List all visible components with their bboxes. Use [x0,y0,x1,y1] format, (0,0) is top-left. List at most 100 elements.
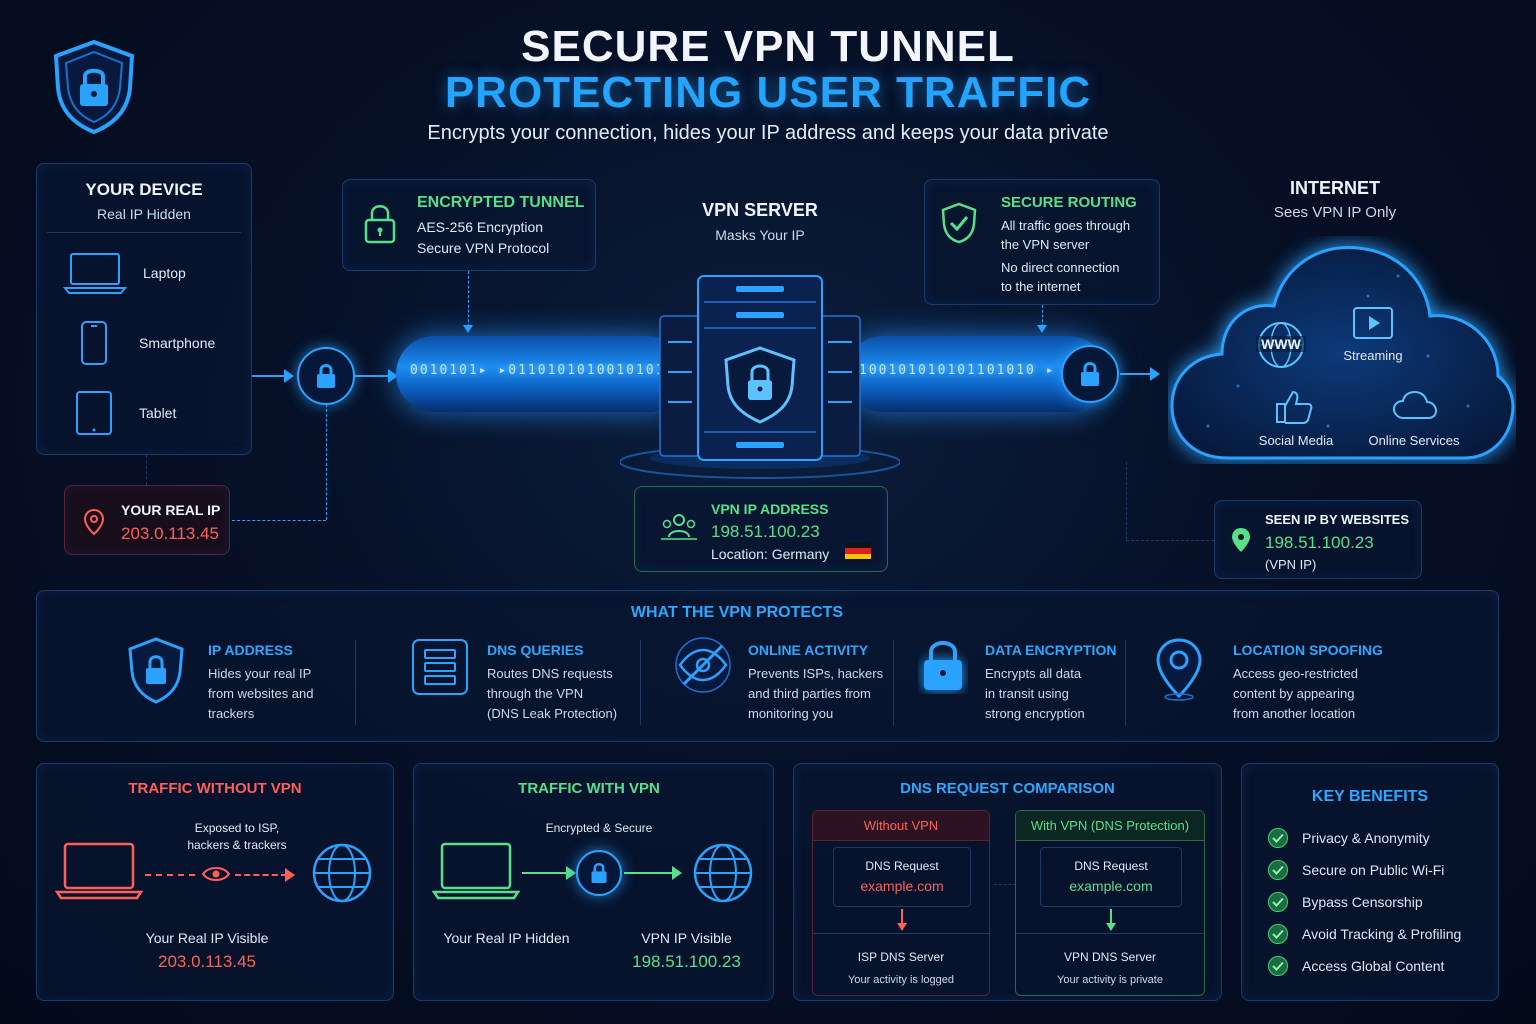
seen-ip-label: SEEN IP BY WEBSITES [1265,512,1410,527]
real-ip-card: YOUR REAL IP 203.0.113.45 [64,485,230,555]
location-pin-icon [1232,528,1250,552]
vpn-server-icon [619,272,901,482]
dns-with-column: With VPN (DNS Protection) DNS Request ex… [1015,810,1205,996]
dns-with-domain: example.com [1069,878,1153,894]
tunnel-right: 100101010101101010 ▸ ▸ [845,336,1107,412]
device-item-laptop: Laptop [63,250,186,296]
benefit-item: Bypass Censorship [1268,892,1423,912]
seen-ip-note: (VPN IP) [1265,557,1317,572]
page-title-line2: PROTECTING USER TRAFFIC [444,68,1092,117]
vpn-ip-location: Location: Germany [711,546,830,562]
tunnel-line2: Secure VPN Protocol [417,240,550,256]
exposed-eye-icon [201,867,231,881]
smartphone-icon [81,321,107,365]
dns-without-server: ISP DNS Server [857,950,945,964]
protect-item-location: LOCATION SPOOFING Access geo-restricted … [1233,642,1383,721]
internet-subtitle: Sees VPN IP Only [1273,204,1397,221]
device-item-tablet: Tablet [75,390,176,436]
without-exposed-line1: Exposed to ISP, [194,821,280,835]
tablet-icon [76,391,112,435]
shield-check-icon [941,202,977,244]
protect-item-encryption: DATA ENCRYPTION Encrypts all data in tra… [985,642,1117,721]
thumbs-up-icon [1274,388,1314,431]
with-hidden-label: Your Real IP Hidden [443,930,570,946]
dns-with-note: Your activity is private [1057,974,1163,986]
without-ip-label: Your Real IP Visible [145,930,269,946]
vpn-ip-label: VPN IP ADDRESS [711,501,829,517]
exit-lock-icon [1061,345,1119,403]
www-globe-icon: WWW [1256,320,1306,370]
internet-item-streaming: Streaming [1343,348,1403,363]
globe-icon [312,843,372,903]
without-vpn-title: TRAFFIC WITHOUT VPN [128,780,302,797]
logo-shield-icon [44,36,144,141]
seen-ip-value: 198.51.100.23 [1265,533,1374,552]
padlock-icon [364,205,396,244]
users-icon [661,514,697,540]
globe-icon [693,843,753,903]
protect-padlock-icon [918,636,968,699]
tunnel-bits-left: 0010101▸ ▸0110101010010101 [410,363,666,378]
page-title-line1: SECURE VPN TUNNEL [521,22,1015,71]
real-ip-value: 203.0.113.45 [121,524,219,543]
device-item-smartphone: Smartphone [79,320,215,366]
dns-with-server: VPN DNS Server [1063,950,1157,964]
laptop-icon [55,842,143,900]
protect-location-pin-icon [1150,636,1208,707]
vpn-ip-value: 198.51.100.23 [711,522,820,541]
benefit-item: Access Global Content [1268,956,1444,976]
check-icon [1268,892,1288,912]
dns-without-request: DNS Request [865,859,939,873]
cloud-icon [1392,390,1438,427]
without-vpn-panel: TRAFFIC WITHOUT VPN Exposed to ISP, hack… [36,763,394,1001]
protect-dns-server-icon [411,638,469,701]
tunnel-left: 0010101▸ ▸0110101010010101 [396,336,686,412]
with-ip-value: 198.51.100.23 [632,952,741,971]
dns-without-column: Without VPN DNS Request example.com ISP … [812,810,990,996]
benefits-title: KEY BENEFITS [1311,788,1429,805]
dns-with-request: DNS Request [1074,859,1148,873]
protects-title: WHAT THE VPN PROTECTS [630,604,844,621]
check-icon [1268,828,1288,848]
routing-line3: No direct connection [1001,260,1120,275]
location-pin-icon [83,508,105,536]
laptop-icon [432,842,520,900]
internet-item-services: Online Services [1368,433,1460,448]
protect-item-activity: ONLINE ACTIVITY Prevents ISPs, hackers a… [748,642,884,721]
with-visible-label: VPN IP Visible [641,930,732,946]
dns-title: DNS REQUEST COMPARISON [900,780,1115,797]
device-panel: YOUR DEVICE Real IP Hidden Laptop Smartp… [36,163,252,455]
dns-without-domain: example.com [860,878,944,894]
entry-lock-icon [297,347,355,405]
without-ip-value: 203.0.113.45 [158,952,256,971]
benefit-item: Privacy & Anonymity [1268,828,1430,848]
routing-line2: the VPN server [1001,237,1090,252]
internet-item-social: Social Media [1258,433,1334,448]
internet-cloud: WWW Streaming Social Media Online Servic… [1168,236,1516,464]
check-icon [1268,956,1288,976]
vpn-ip-card: VPN IP ADDRESS 198.51.100.23 Location: G… [634,486,888,572]
encrypted-tunnel-card: ENCRYPTED TUNNEL AES-256 Encryption Secu… [342,179,596,271]
routing-title: SECURE ROUTING [1001,194,1137,211]
device-title: YOUR DEVICE [85,180,203,199]
page-subtitle: Encrypts your connection, hides your IP … [427,122,1109,144]
check-icon [1268,860,1288,880]
with-lock-icon [576,850,622,896]
protect-eye-slash-icon [670,636,736,699]
routing-line4: to the internet [1001,279,1081,294]
dns-panel: DNS REQUEST COMPARISON Without VPN DNS R… [793,763,1222,1001]
play-icon [1352,306,1394,345]
dns-without-note: Your activity is logged [848,974,954,986]
device-subtitle: Real IP Hidden [97,206,191,222]
tunnel-line1: AES-256 Encryption [417,219,544,235]
protect-item-ip: IP ADDRESS Hides your real IP from websi… [208,642,314,721]
laptop-icon [63,253,127,294]
server-title: VPN SERVER [702,200,818,220]
server-subtitle: Masks Your IP [715,227,805,243]
without-exposed-line2: hackers & trackers [187,838,287,852]
real-ip-label: YOUR REAL IP [121,502,221,518]
with-vpn-panel: TRAFFIC WITH VPN Encrypted & Secure Your… [413,763,774,1001]
tunnel-title: ENCRYPTED TUNNEL [417,194,585,211]
internet-title: INTERNET [1290,178,1380,198]
protects-panel: WHAT THE VPN PROTECTS [36,590,1499,742]
